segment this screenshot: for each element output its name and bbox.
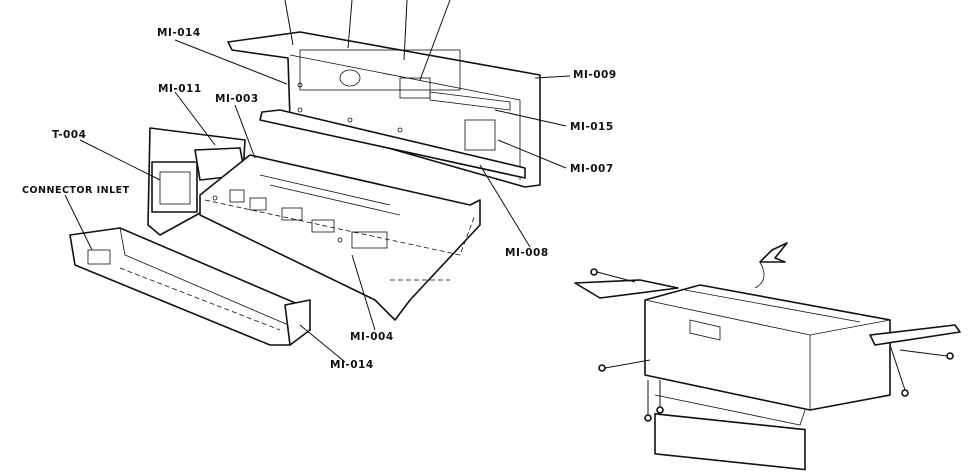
label-mi-014-bottom: MI-014 — [330, 359, 374, 371]
rear-panel-assembly — [227, 31, 541, 188]
main-board-chassis — [199, 154, 481, 321]
front-panel — [69, 227, 311, 346]
assembled-unit — [574, 242, 961, 471]
label-mi-011: MI-011 — [158, 83, 202, 95]
label-connector-inlet: CONNECTOR INLET — [22, 185, 130, 196]
label-mi-015: MI-015 — [570, 121, 614, 133]
label-mi-008: MI-008 — [505, 247, 549, 259]
label-mi-014-top: MI-014 — [157, 27, 201, 39]
label-mi-004: MI-004 — [350, 331, 394, 343]
label-mi-003: MI-003 — [215, 93, 259, 105]
label-mi-007: MI-007 — [570, 163, 614, 175]
label-t-004: T-004 — [52, 129, 86, 141]
label-mi-009: MI-009 — [573, 69, 617, 81]
leader-lines — [64, 0, 571, 363]
